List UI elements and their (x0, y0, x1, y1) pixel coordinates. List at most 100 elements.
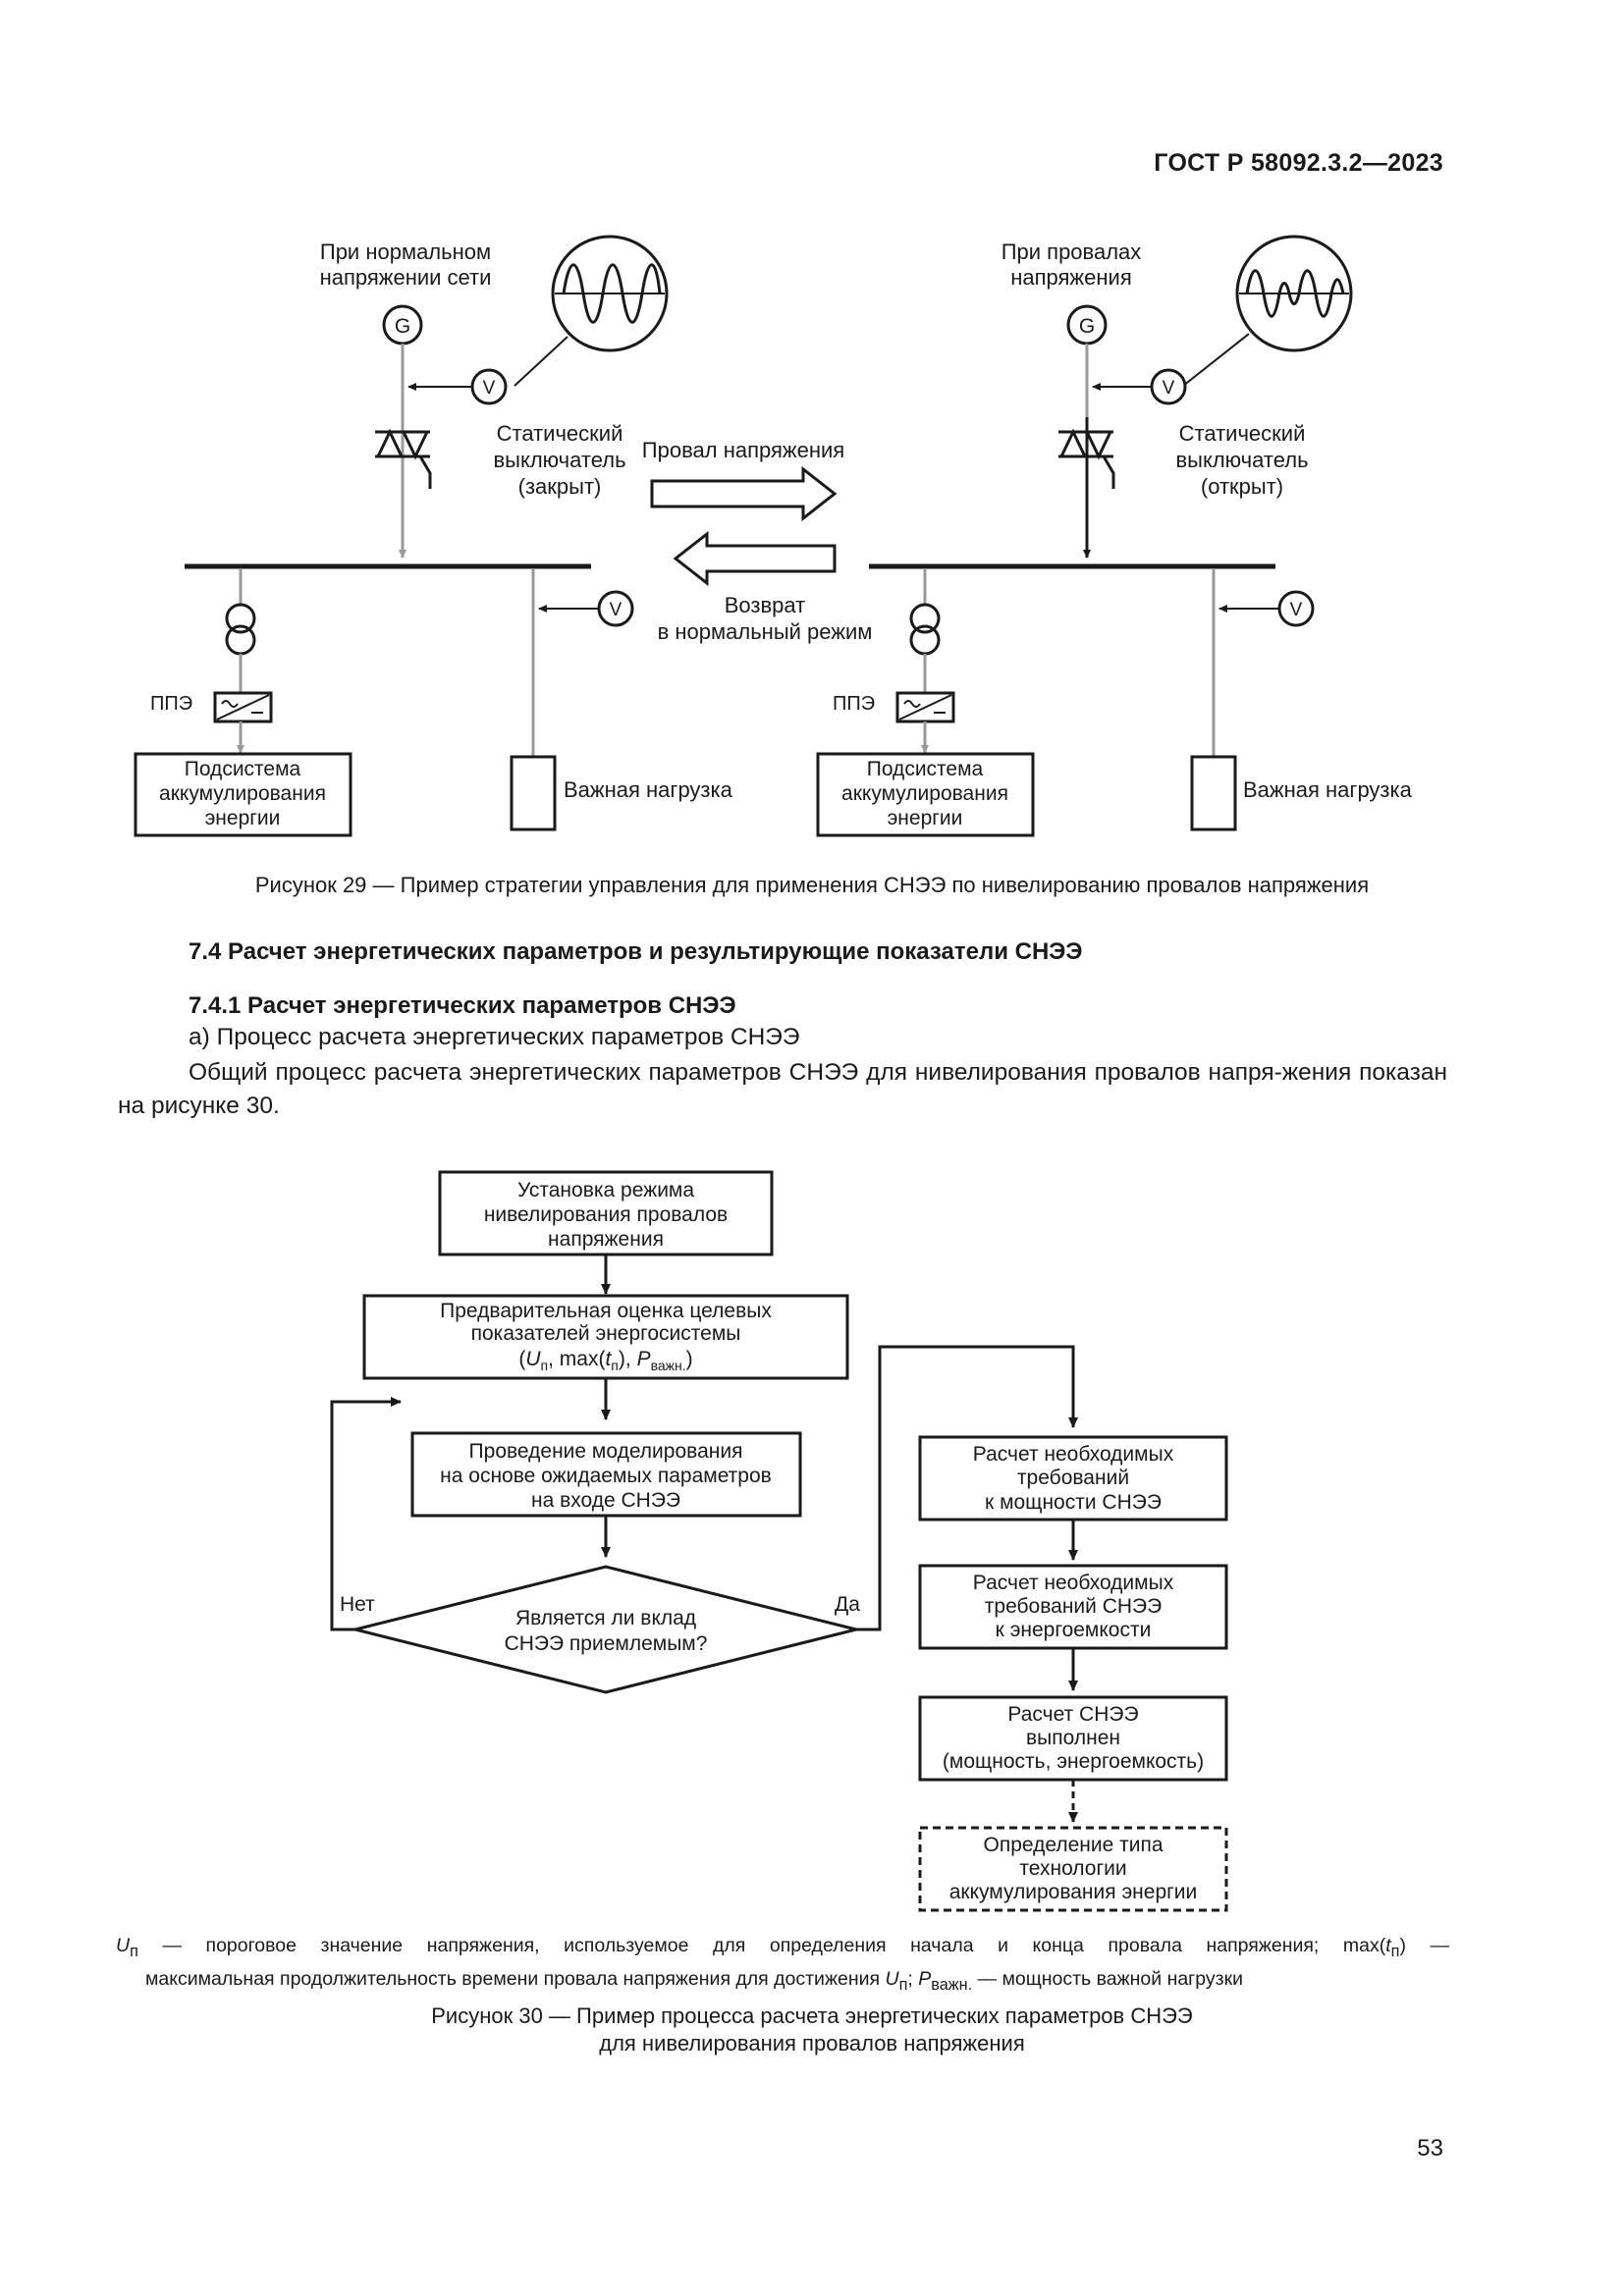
left-load-voltmeter-icon: V (597, 590, 634, 627)
figure-30-caption: Рисунок 30 — Пример процесса расчета эне… (0, 2002, 1624, 2057)
left-voltmeter-icon: V (470, 368, 508, 405)
left-storage-box (134, 752, 352, 837)
figure-29-right-scheme: При провалах напряжения G V Статический … (816, 235, 1413, 837)
right-voltmeter-icon: V (1150, 368, 1187, 405)
right-generator-icon: G (1066, 304, 1108, 346)
svg-text:V: V (1290, 600, 1303, 620)
section-7-4-1-title: 7.4.1 Расчет энергетических параметров С… (189, 992, 736, 1019)
right-switch-label-2: выключатель (1175, 448, 1308, 472)
right-load-box (1190, 755, 1237, 831)
right-ppe-label: ППЭ (833, 693, 875, 715)
svg-text:Определение типа: Определение типа (983, 1834, 1163, 1856)
right-static-switch-icon (1058, 428, 1115, 489)
svg-text:V: V (610, 600, 623, 620)
left-static-switch-icon (375, 428, 432, 489)
flow-box-preliminary-assessment: Предварительная оценка целевых показател… (362, 1294, 849, 1380)
note-line-1: Uп — пороговое значение напряжения, испо… (116, 1935, 1450, 1960)
left-storage-label-3: энергии (205, 807, 281, 829)
right-state-label-2: напряжения (1010, 265, 1132, 290)
left-transformer-icon (225, 603, 256, 656)
svg-text:G: G (1079, 315, 1095, 338)
left-switch-label-2: выключатель (493, 448, 625, 472)
right-waveform-icon (1235, 235, 1353, 352)
left-converter-icon (213, 691, 273, 723)
svg-text:технологии: технологии (1019, 1857, 1126, 1880)
right-storage-label-3: энергии (888, 807, 963, 829)
left-load-box (510, 755, 557, 831)
figure-30-caption-line-1: Рисунок 30 — Пример процесса расчета эне… (431, 2003, 1193, 2028)
flow-decision-acceptable: Является ли вклад СНЭЭ приемлемым? (354, 1565, 857, 1694)
figure-30-note: Uп — пороговое значение напряжения, испо… (116, 1932, 1449, 1999)
svg-text:Расчет необходимых: Расчет необходимых (973, 1572, 1174, 1594)
flow-box-power-requirements: Расчет необходимых требований к мощности… (918, 1435, 1228, 1522)
svg-text:к мощности СНЭЭ: к мощности СНЭЭ (985, 1491, 1162, 1514)
svg-text:требований СНЭЭ: требований СНЭЭ (985, 1595, 1162, 1618)
svg-text:нивелирования провалов: нивелирования провалов (484, 1203, 728, 1226)
figure-29-diagram: При нормальном напряжении сети G V (134, 235, 1413, 837)
figure-30-caption-line-2: для нивелирования провалов напряжения (599, 2031, 1025, 2056)
flow-box-calculation-done: Расчет СНЭЭ выполнен (мощность, энергоем… (918, 1695, 1228, 1782)
svg-text:(мощность, энергоемкость): (мощность, энергоемкость) (943, 1750, 1204, 1773)
right-load-label: Важная нагрузка (1243, 777, 1413, 802)
item-a: а) Процесс расчета энергетических параме… (189, 1024, 800, 1050)
standard-header: ГОСТ Р 58092.3.2—2023 (1154, 149, 1443, 177)
left-switch-label-1: Статический (497, 421, 623, 446)
figure-29-left-scheme: При нормальном напряжении сети G V (134, 235, 733, 837)
flow-box-energy-requirements: Расчет необходимых требований СНЭЭ к эне… (918, 1564, 1228, 1650)
svg-text:аккумулирования энергии: аккумулирования энергии (949, 1881, 1198, 1903)
section-7-4-title: 7.4 Расчет энергетических параметров и р… (189, 938, 1083, 965)
left-storage-label-2: аккумулирования (159, 782, 326, 805)
right-transformer-icon (909, 603, 941, 656)
decision-yes-label: Да (835, 1593, 860, 1616)
svg-text:Установка режима: Установка режима (517, 1179, 694, 1201)
svg-text:напряжения: напряжения (548, 1228, 664, 1251)
flow-box-technology-type: Определение типа технологии аккумулирова… (918, 1826, 1228, 1912)
body-paragraph: Общий процесс расчета энергетических пар… (118, 1059, 1447, 1119)
svg-text:V: V (1163, 378, 1175, 399)
flow-box-setup-mode: Установка режима нивелирования провалов … (438, 1170, 774, 1256)
left-waveform-icon (551, 235, 669, 352)
svg-text:Предварительная оценка целевых: Предварительная оценка целевых (440, 1300, 772, 1322)
left-switch-label-3: (закрыт) (518, 474, 602, 499)
svg-text:выполнен: выполнен (1026, 1727, 1120, 1749)
svg-text:G: G (395, 315, 410, 338)
left-storage-label-1: Подсистема (185, 758, 301, 780)
arrow-forward-label: Провал напряжения (642, 438, 844, 462)
right-load-voltmeter-icon: V (1277, 590, 1315, 627)
right-storage-label-2: аккумулирования (841, 782, 1008, 805)
box2-formula: (Uп, max(tп), Pважн.) (518, 1348, 692, 1373)
left-state-label-1: При нормальном (320, 240, 491, 264)
arrow-back-label-1: Возврат (725, 593, 806, 617)
svg-text:V: V (483, 378, 496, 399)
svg-text:Расчет СНЭЭ: Расчет СНЭЭ (1007, 1703, 1138, 1726)
left-ppe-label: ППЭ (150, 693, 192, 715)
svg-text:к энергоемкости: к энергоемкости (996, 1619, 1152, 1641)
right-switch-label-1: Статический (1179, 421, 1306, 446)
right-switch-label-3: (открыт) (1201, 474, 1283, 499)
left-load-label: Важная нагрузка (564, 777, 733, 802)
voltage-dip-arrow (650, 465, 838, 522)
return-normal-arrow (673, 530, 837, 587)
right-storage-box (816, 752, 1035, 837)
svg-text:Проведение моделирования: Проведение моделирования (469, 1440, 743, 1463)
page-number: 53 (1417, 2135, 1443, 2162)
left-generator-icon: G (382, 304, 423, 346)
note-line-2: максимальная продолжительность времени п… (145, 1967, 1244, 1994)
right-converter-icon (895, 691, 955, 723)
right-storage-label-1: Подсистема (867, 758, 984, 780)
svg-text:показателей энергосистемы: показателей энергосистемы (471, 1322, 741, 1345)
flow-box-modeling: Проведение моделирования на основе ожида… (410, 1431, 802, 1518)
right-state-label-1: При провалах (1001, 240, 1142, 264)
svg-text:СНЭЭ приемлемым?: СНЭЭ приемлемым? (505, 1632, 708, 1655)
decision-no-label: Нет (340, 1593, 375, 1616)
svg-text:Является ли вклад: Является ли вклад (515, 1607, 696, 1629)
mode-transition-arrows: Провал напряжения Возврат в нормальный р… (642, 438, 873, 644)
arrow-back-label-2: в нормальный режим (658, 619, 873, 644)
figure-30-flowchart: Установка режима нивелирования провалов … (330, 1170, 1228, 1912)
svg-text:требований: требований (1017, 1467, 1129, 1489)
svg-text:на основе ожидаемых параметров: на основе ожидаемых параметров (440, 1465, 772, 1487)
svg-text:Расчет необходимых: Расчет необходимых (973, 1443, 1174, 1466)
left-state-label-2: напряжении сети (320, 265, 492, 290)
figure-29-caption: Рисунок 29 — Пример стратегии управления… (254, 873, 1370, 897)
svg-text:на входе СНЭЭ: на входе СНЭЭ (531, 1489, 680, 1512)
